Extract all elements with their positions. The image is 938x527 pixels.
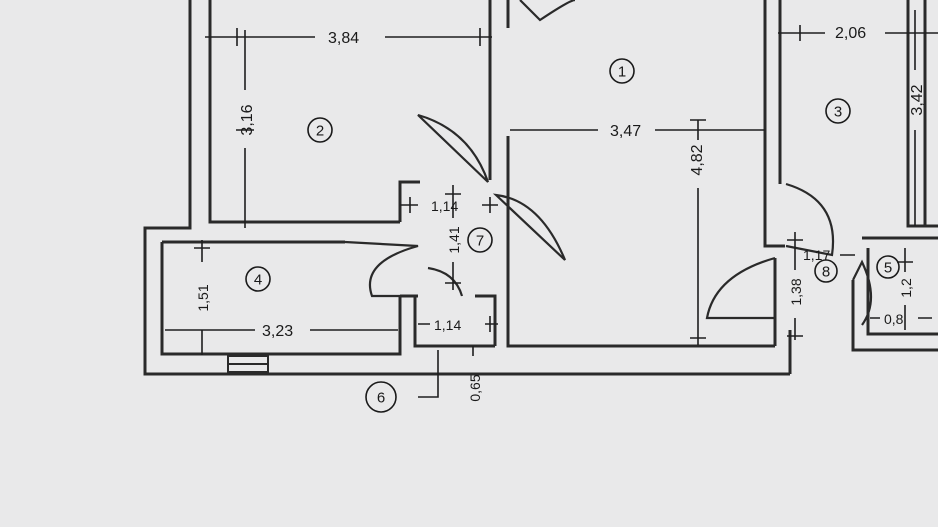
room-marker-7: 7 [467,227,493,253]
room-1-number: 1 [618,64,626,81]
dim-3-23: 3,23 [262,323,293,340]
room-6-number: 6 [377,390,385,407]
walls [143,0,938,376]
door-room6 [427,266,464,297]
room4-inner-wall [160,242,402,356]
dim-3-47: 3,47 [610,123,641,140]
room-4-number: 4 [254,272,262,289]
hall-wall-a [398,180,420,222]
room-marker-3: 3 [825,98,851,124]
dim-1-41: 1,41 [446,226,462,253]
door-room1-top [519,0,576,22]
room-marker-1: 1 [609,58,635,84]
dim-2-06: 2,06 [835,25,866,42]
dimension-lines [165,10,938,398]
dim-1-51: 1,51 [195,284,211,311]
room5-outer [851,280,938,352]
room-marker-6: 6 [365,381,397,413]
doors [344,0,872,326]
room-marker-8: 8 [814,259,838,283]
dim-1-2: 1,2 [898,278,914,298]
door-room8-top [785,182,835,257]
door-room8-left [705,256,776,320]
dimension-labels: 3,84 3,16 3,47 4,82 2,06 3,42 1,14 1,41 … [195,25,926,402]
window-bottom [227,355,269,373]
room3-right-wall [906,0,938,228]
room-5-number: 5 [884,260,892,277]
dim-3-16: 3,16 [239,104,256,135]
door-room2 [417,113,490,183]
room-7-number: 7 [476,233,484,250]
dim-0-65: 0,65 [467,374,483,401]
dim-1-14-top: 1,14 [431,198,458,214]
room1-right-wall [763,0,785,248]
dim-3-84: 3,84 [328,30,359,47]
door-room1-hall [492,193,567,261]
dim-1-38: 1,38 [788,278,804,305]
hall-right-wall [475,294,497,346]
dim-4-82: 4,82 [689,144,706,175]
room-marker-4: 4 [245,266,271,292]
door-room4 [344,240,419,298]
room1-left-bottom [506,136,775,348]
room2-inner-wall [208,0,400,224]
room-marker-2: 2 [307,117,333,143]
room-8-number: 8 [822,264,830,281]
room-2-number: 2 [316,123,324,140]
room6-wall [413,296,495,348]
outer-wall-left-bottom [143,0,790,376]
dim-3-42: 3,42 [909,84,926,115]
door-room5 [852,259,872,326]
room-3-number: 3 [834,104,842,121]
dim-1-14-bottom: 1,14 [434,317,461,333]
room-marker-5: 5 [876,255,900,279]
dim-1-17: 1,17 [803,247,830,263]
room-markers: 1 2 3 4 5 6 7 8 [245,58,900,413]
dim-0-8: 0,8 [884,311,904,327]
